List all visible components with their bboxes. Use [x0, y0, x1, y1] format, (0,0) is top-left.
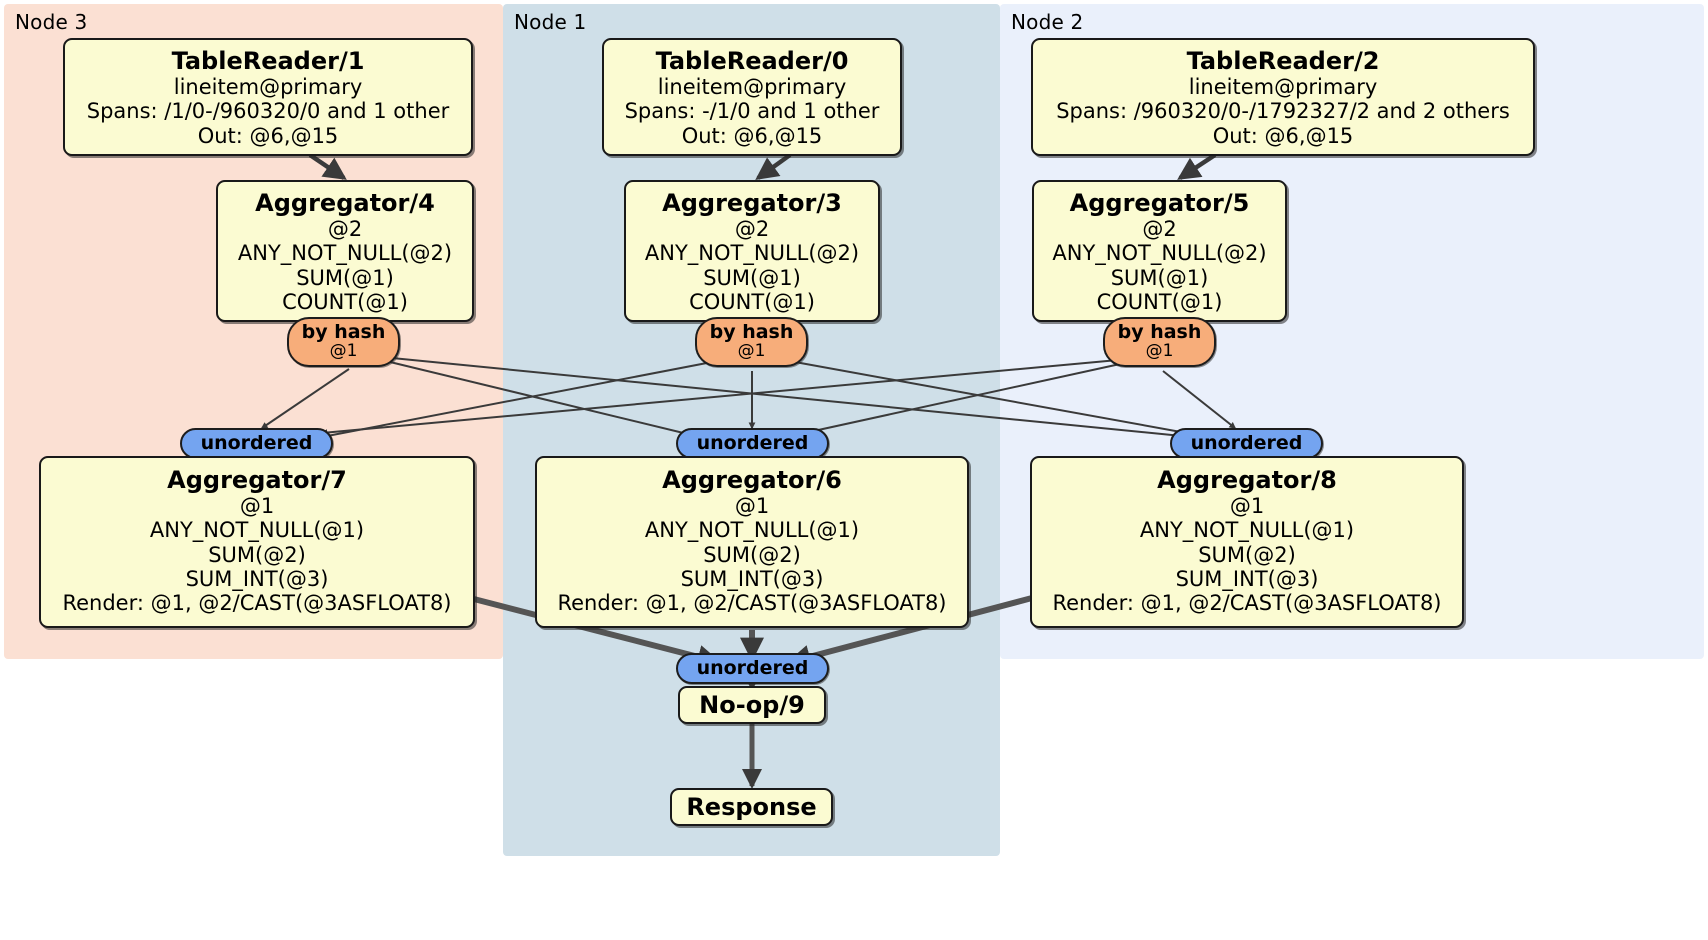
- aggregator-7-groupcol: @1: [239, 493, 275, 518]
- aggregator-4-groupcol: @2: [327, 216, 363, 241]
- by-hash-oval-right[interactable]: by hash @1: [1103, 317, 1216, 367]
- aggregator-6-agg-2: SUM(@2): [703, 542, 801, 567]
- aggregator-8-title: Aggregator/8: [1157, 466, 1337, 494]
- response-label: Response: [686, 793, 817, 821]
- tablereader-0-out: Out: @6,@15: [681, 123, 823, 148]
- aggregator-5-agg-2: SUM(@1): [1110, 265, 1209, 290]
- tablereader-1-spans: Spans: /1/0-/960320/0 and 1 other: [86, 99, 450, 124]
- tablereader-1-table: lineitem@primary: [173, 74, 363, 99]
- aggregator-7-box[interactable]: Aggregator/7 @1 ANY_NOT_NULL(@1) SUM(@2)…: [39, 456, 475, 628]
- tablereader-2-out: Out: @6,@15: [1212, 123, 1354, 148]
- by-hash-right-label: by hash: [1117, 321, 1202, 344]
- tablereader-2-table: lineitem@primary: [1188, 74, 1378, 99]
- unordered-oval-final[interactable]: unordered: [676, 653, 829, 684]
- node-panel-label-node-1: Node 1: [514, 10, 587, 34]
- aggregator-3-title: Aggregator/3: [662, 189, 842, 217]
- aggregator-5-groupcol: @2: [1142, 216, 1177, 241]
- tablereader-2-box[interactable]: TableReader/2 lineitem@primary Spans: /9…: [1031, 38, 1535, 156]
- aggregator-4-box[interactable]: Aggregator/4 @2 ANY_NOT_NULL(@2) SUM(@1)…: [216, 180, 474, 322]
- tablereader-0-table: lineitem@primary: [657, 74, 847, 99]
- by-hash-right-column: @1: [1145, 341, 1174, 362]
- aggregator-7-agg-2: SUM(@2): [208, 542, 306, 567]
- aggregator-8-box[interactable]: Aggregator/8 @1 ANY_NOT_NULL(@1) SUM(@2)…: [1030, 456, 1464, 628]
- tablereader-1-title: TableReader/1: [171, 47, 365, 75]
- aggregator-5-title: Aggregator/5: [1069, 189, 1250, 217]
- by-hash-left-column: @1: [329, 341, 358, 362]
- aggregator-8-agg-1: ANY_NOT_NULL(@1): [1139, 518, 1355, 543]
- aggregator-7-title: Aggregator/7: [167, 466, 347, 494]
- by-hash-left-label: by hash: [301, 321, 386, 344]
- aggregator-5-agg-3: COUNT(@1): [1096, 289, 1223, 314]
- unordered-center-label: unordered: [696, 431, 809, 454]
- response-box[interactable]: Response: [670, 788, 833, 826]
- aggregator-4-agg-3: COUNT(@1): [282, 289, 408, 314]
- aggregator-8-render: Render: @1, @2/CAST(@3ASFLOAT8): [1052, 591, 1442, 616]
- node-panel-label-node-3: Node 3: [15, 10, 88, 34]
- aggregator-3-agg-2: SUM(@1): [703, 265, 801, 290]
- unordered-final-label: unordered: [696, 656, 809, 679]
- aggregator-4-title: Aggregator/4: [255, 189, 435, 217]
- aggregator-6-agg-1: ANY_NOT_NULL(@1): [644, 518, 860, 543]
- node-panel-label-node-2: Node 2: [1011, 10, 1084, 34]
- tablereader-2-spans: Spans: /960320/0-/1792327/2 and 2 others: [1056, 99, 1510, 124]
- tablereader-0-title: TableReader/0: [655, 47, 849, 75]
- aggregator-3-box[interactable]: Aggregator/3 @2 ANY_NOT_NULL(@2) SUM(@1)…: [624, 180, 880, 322]
- unordered-oval-right[interactable]: unordered: [1170, 428, 1323, 459]
- by-hash-center-label: by hash: [709, 321, 794, 344]
- aggregator-5-agg-1: ANY_NOT_NULL(@2): [1052, 241, 1267, 266]
- aggregator-7-agg-3: SUM_INT(@3): [185, 566, 329, 591]
- tablereader-0-spans: Spans: -/1/0 and 1 other: [624, 99, 880, 124]
- tablereader-2-title: TableReader/2: [1186, 47, 1380, 75]
- tablereader-0-box[interactable]: TableReader/0 lineitem@primary Spans: -/…: [602, 38, 902, 156]
- aggregator-3-groupcol: @2: [734, 216, 770, 241]
- aggregator-5-box[interactable]: Aggregator/5 @2 ANY_NOT_NULL(@2) SUM(@1)…: [1032, 180, 1287, 322]
- no-op-9-box[interactable]: No-op/9: [678, 686, 826, 724]
- aggregator-7-render: Render: @1, @2/CAST(@3ASFLOAT8): [62, 591, 452, 616]
- aggregator-6-render: Render: @1, @2/CAST(@3ASFLOAT8): [557, 591, 947, 616]
- no-op-9-label: No-op/9: [699, 691, 805, 719]
- unordered-oval-left[interactable]: unordered: [180, 428, 333, 459]
- aggregator-7-agg-1: ANY_NOT_NULL(@1): [149, 518, 365, 543]
- aggregator-8-groupcol: @1: [1229, 493, 1265, 518]
- tablereader-1-box[interactable]: TableReader/1 lineitem@primary Spans: /1…: [63, 38, 473, 156]
- aggregator-4-agg-2: SUM(@1): [296, 265, 394, 290]
- by-hash-center-column: @1: [737, 341, 766, 362]
- aggregator-8-agg-2: SUM(@2): [1198, 542, 1296, 567]
- aggregator-6-box[interactable]: Aggregator/6 @1 ANY_NOT_NULL(@1) SUM(@2)…: [535, 456, 969, 628]
- tablereader-1-out: Out: @6,@15: [197, 123, 339, 148]
- unordered-left-label: unordered: [200, 431, 313, 454]
- by-hash-oval-center[interactable]: by hash @1: [695, 317, 808, 367]
- aggregator-3-agg-3: COUNT(@1): [689, 289, 815, 314]
- aggregator-6-title: Aggregator/6: [662, 466, 842, 494]
- aggregator-4-agg-1: ANY_NOT_NULL(@2): [237, 241, 453, 266]
- aggregator-3-agg-1: ANY_NOT_NULL(@2): [644, 241, 860, 266]
- unordered-oval-center[interactable]: unordered: [676, 428, 829, 459]
- by-hash-oval-left[interactable]: by hash @1: [287, 317, 400, 367]
- aggregator-6-agg-3: SUM_INT(@3): [680, 566, 824, 591]
- unordered-right-label: unordered: [1190, 431, 1303, 454]
- aggregator-6-groupcol: @1: [734, 493, 770, 518]
- aggregator-8-agg-3: SUM_INT(@3): [1175, 566, 1319, 591]
